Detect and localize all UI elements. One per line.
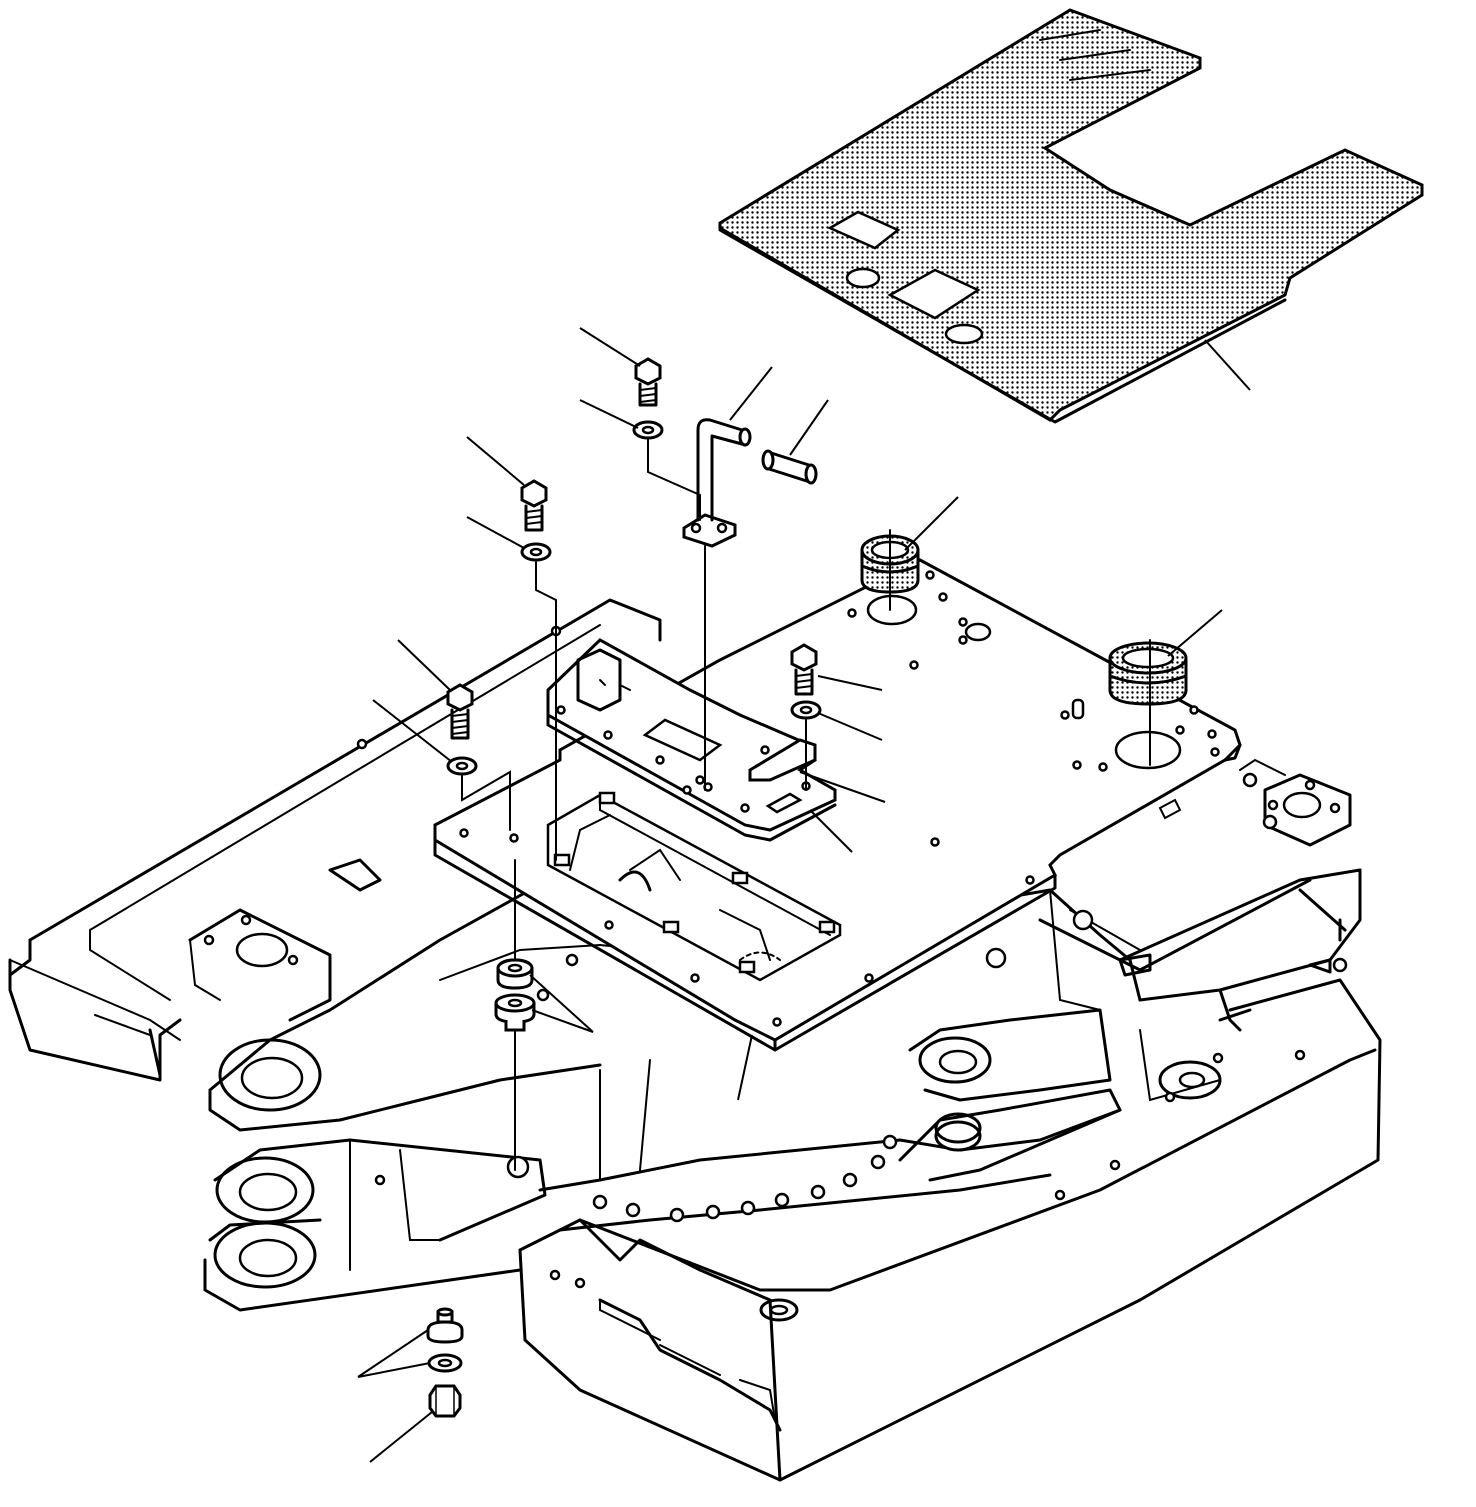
arc-holes: [592, 1134, 898, 1223]
cover-plate: [546, 638, 837, 842]
mount-bushing-upper: [496, 958, 534, 990]
grommet-rear: [1108, 641, 1188, 706]
washer-left-lower: [446, 756, 478, 776]
floor-plate: [433, 558, 1242, 1052]
leader-lines: [372, 327, 1251, 1101]
projection-lines: [461, 439, 1151, 1171]
plate-holes: [459, 570, 1220, 1027]
bolt-left-upper: [520, 479, 548, 532]
bolt-left-lower: [446, 683, 474, 740]
washer-center: [790, 700, 822, 720]
bolt-top: [634, 357, 662, 407]
mount-bushing-lower: [494, 993, 536, 1032]
lock-pin-lever: [682, 418, 752, 548]
washer-top: [632, 420, 664, 440]
bolt-center: [790, 643, 818, 696]
washer-left-upper: [520, 542, 552, 562]
floor-mat: [718, 8, 1424, 424]
lever-grip: [761, 449, 818, 485]
